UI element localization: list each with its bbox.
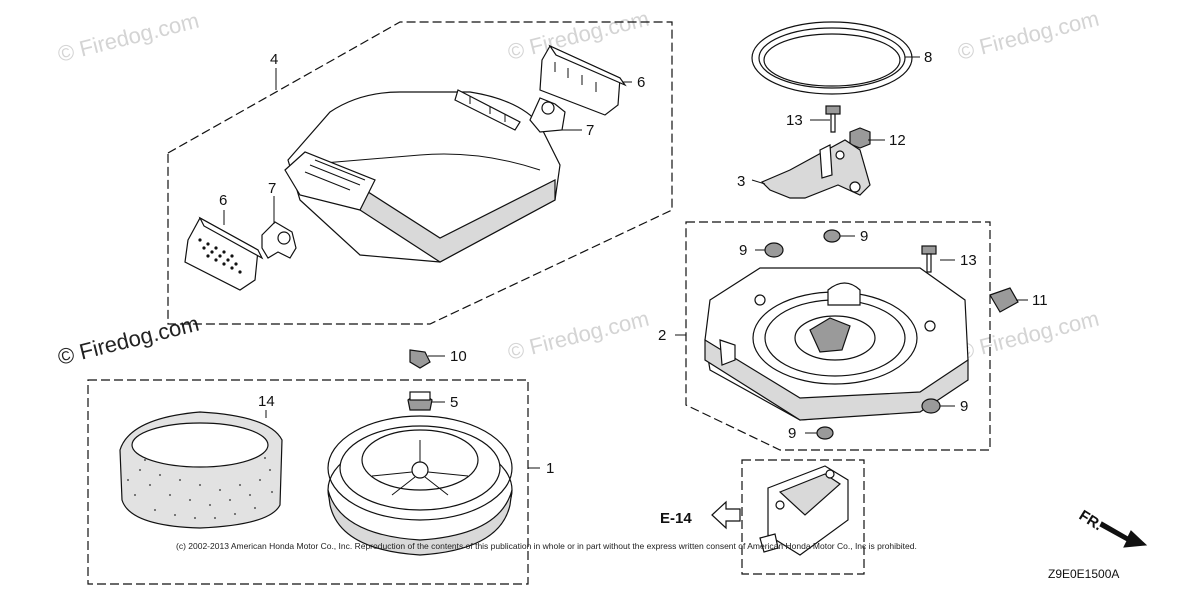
callout-3[interactable]: 3 (737, 173, 745, 190)
callout-7-left[interactable]: 7 (268, 180, 276, 197)
callout-13-upper[interactable]: 13 (786, 112, 803, 129)
watermark-1: © Firedog.com (55, 8, 201, 67)
filter-cover-grille-left[interactable] (184, 216, 264, 291)
grommet-9-c[interactable] (921, 398, 941, 414)
watermark-5: © Firedog.com (505, 306, 651, 365)
grommet-9-a[interactable] (764, 242, 784, 258)
e14-box (741, 459, 865, 575)
breather-11[interactable] (989, 287, 1019, 313)
watermark-2: © Firedog.com (505, 6, 651, 65)
callout-9-c[interactable]: 9 (960, 398, 968, 415)
callout-10[interactable]: 10 (450, 348, 467, 365)
watermark-3: © Firedog.com (955, 6, 1101, 65)
callouts: 4 6 7 6 7 8 13 12 3 2 9 9 13 11 9 9 10 5… (219, 49, 1048, 477)
reference-e14-label[interactable]: E-14 (660, 510, 692, 527)
air-cleaner-case[interactable] (327, 415, 513, 556)
foam-element[interactable] (119, 411, 283, 529)
cover-assembly-box (167, 21, 673, 325)
air-cleaner-base[interactable] (704, 267, 969, 421)
bolt-13-lower[interactable] (921, 245, 937, 273)
callout-11[interactable]: 11 (1032, 292, 1048, 309)
callout-7-right[interactable]: 7 (586, 122, 594, 139)
callout-12[interactable]: 12 (889, 132, 906, 149)
callout-4[interactable]: 4 (270, 51, 278, 68)
callout-13-lower[interactable]: 13 (960, 252, 977, 269)
callout-2[interactable]: 2 (658, 327, 666, 344)
grommet-10[interactable] (409, 349, 431, 369)
clip-right[interactable] (529, 97, 566, 133)
cover-part[interactable] (284, 89, 561, 263)
air-cleaner-box (87, 379, 529, 585)
front-label: FR. (1076, 507, 1106, 534)
callout-6-right[interactable]: 6 (637, 74, 645, 91)
clip-left[interactable] (261, 221, 297, 259)
reference-e14[interactable]: E-14 (660, 500, 741, 530)
diagram-code: Z9E0E1500A (1048, 567, 1119, 581)
bolt-13-upper[interactable] (825, 105, 841, 133)
watermark-4: © Firedog.com (55, 311, 201, 370)
callout-9-a[interactable]: 9 (739, 242, 747, 259)
callout-6-left[interactable]: 6 (219, 192, 227, 209)
callout-9-d[interactable]: 9 (788, 425, 796, 442)
callout-14[interactable]: 14 (258, 393, 275, 410)
front-indicator: FR. (1076, 507, 1148, 548)
front-arrow-icon (1099, 521, 1148, 548)
bracket-3[interactable] (760, 139, 871, 199)
callout-5[interactable]: 5 (450, 394, 458, 411)
wing-nut[interactable] (407, 391, 433, 411)
callout-1[interactable]: 1 (546, 460, 554, 477)
filter-cover-grille-right[interactable] (539, 44, 627, 116)
leader-lines (223, 56, 1028, 469)
copyright-notice: (c) 2002-2013 American Honda Motor Co., … (176, 541, 917, 551)
watermark-6: © Firedog.com (955, 306, 1101, 365)
seal-ring[interactable] (751, 21, 913, 95)
grommet-9-d[interactable] (816, 426, 834, 440)
grommet-9-b[interactable] (823, 229, 841, 243)
callout-8[interactable]: 8 (924, 49, 932, 66)
breather-tube-part[interactable] (759, 465, 849, 556)
base-assembly-box (685, 221, 991, 451)
left-arrow-icon (711, 500, 741, 530)
callout-9-b[interactable]: 9 (860, 228, 868, 245)
